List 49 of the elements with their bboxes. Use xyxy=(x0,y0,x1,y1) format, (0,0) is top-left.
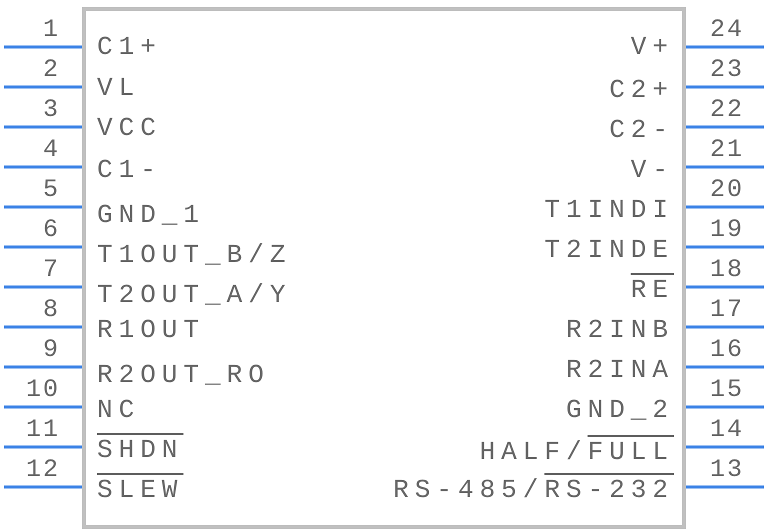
pin-name: R2INB xyxy=(566,317,674,343)
pin-number: 7 xyxy=(42,257,60,282)
pin-number: 20 xyxy=(710,177,744,202)
pin-name: C1- xyxy=(97,157,162,183)
pin-name: C1+ xyxy=(97,34,162,60)
pin-number: 21 xyxy=(710,137,744,162)
pin-name: V- xyxy=(630,157,674,183)
pin-name: R1OUT xyxy=(97,317,206,343)
pin-name: RE xyxy=(630,277,674,303)
pin-number: 8 xyxy=(42,297,60,322)
chip-body xyxy=(82,7,686,529)
pin-number: 15 xyxy=(710,377,744,402)
pin-number: 5 xyxy=(42,177,60,202)
pin-name: T2OUT_A/Y xyxy=(97,282,292,308)
pin-number: 3 xyxy=(42,97,60,122)
pin-number: 23 xyxy=(710,57,744,82)
pin-number: 12 xyxy=(26,457,60,482)
pin-number: 4 xyxy=(42,137,60,162)
pin-number: 2 xyxy=(42,57,60,82)
pin-name: VL xyxy=(97,75,140,101)
pin-name: R2OUT_RO xyxy=(97,362,270,388)
pin-name: R2INA xyxy=(566,357,674,383)
pin-name: C2+ xyxy=(609,77,674,103)
pin-number: 14 xyxy=(710,417,744,442)
pin-name: GND_1 xyxy=(97,202,206,228)
pin-name: SLEW xyxy=(97,477,184,503)
pin-number: 24 xyxy=(710,17,744,42)
pin-number: 6 xyxy=(42,217,60,242)
pin-name: T1OUT_B/Z xyxy=(97,242,292,268)
pin-number: 10 xyxy=(26,377,60,402)
pin-number: 16 xyxy=(710,337,744,362)
pin-name: T1INDI xyxy=(544,197,674,223)
pin-number: 19 xyxy=(710,217,744,242)
pin-number: 13 xyxy=(710,457,744,482)
pin-name: T2INDE xyxy=(544,237,674,263)
pin-name: NC xyxy=(97,397,140,423)
pin-name: VCC xyxy=(97,115,162,141)
pin-name: GND_2 xyxy=(566,397,674,423)
pin-number: 9 xyxy=(42,337,60,362)
pin-number: 11 xyxy=(26,417,60,442)
pin-name: C2- xyxy=(609,117,674,143)
pin-number: 1 xyxy=(42,17,60,42)
pin-name: SHDN xyxy=(97,437,184,463)
pin-name: HALF/FULL xyxy=(480,439,674,465)
pin-number: 22 xyxy=(710,97,744,122)
pin-number: 17 xyxy=(710,297,744,322)
pin-name: V+ xyxy=(630,34,674,60)
pin-number: 18 xyxy=(710,257,744,282)
pin-name: RS-485/RS-232 xyxy=(393,477,674,503)
